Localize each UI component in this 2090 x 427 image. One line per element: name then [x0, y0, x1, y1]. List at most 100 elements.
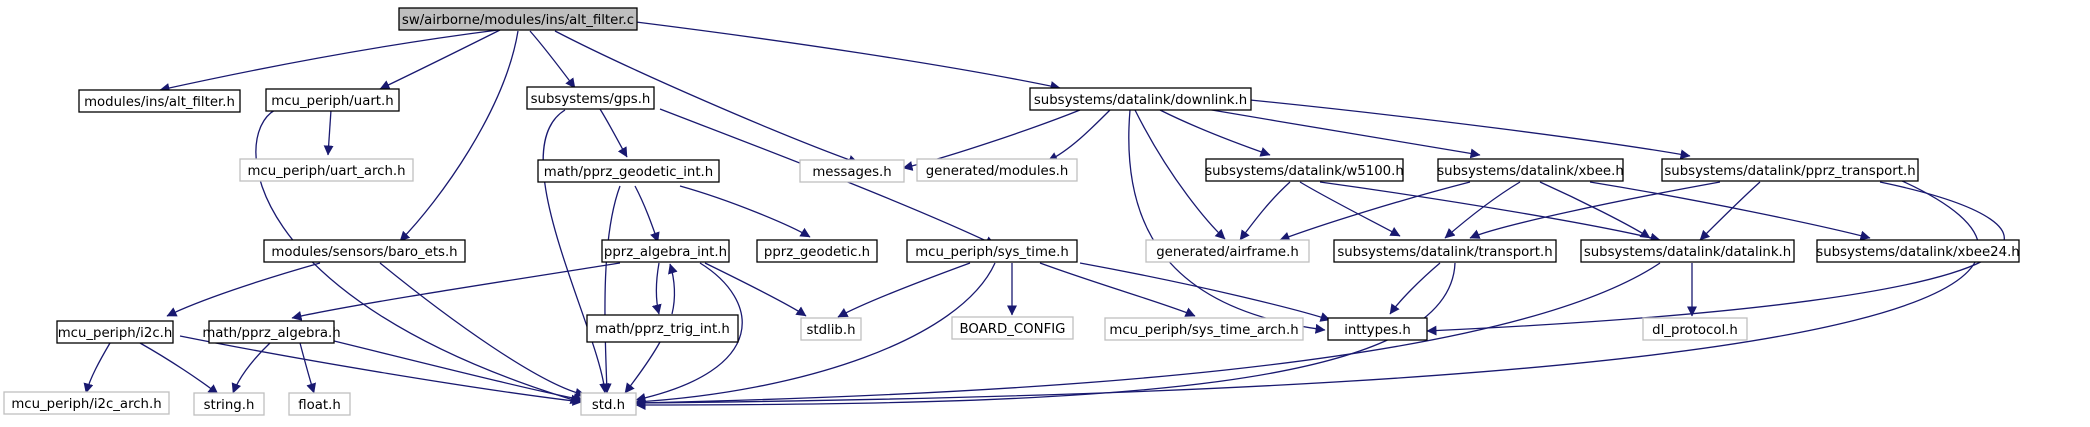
node-stdlib-h[interactable]: stdlib.h	[800, 317, 862, 341]
node-label: math/pprz_algebra.h	[202, 326, 340, 341]
node-pprz-transport-h[interactable]: subsystems/datalink/pprz_transport.h	[1661, 158, 1919, 182]
edge-w5100-h-to-generated-airframe-h	[1239, 181, 1291, 241]
node-pprz-geodetic-int-h[interactable]: math/pprz_geodetic_int.h	[537, 159, 720, 183]
edge-pprz-transport-h-to-transport-h	[1469, 181, 1721, 239]
edge-uart-h-to-std-h	[255, 109, 581, 405]
node-i2c-arch-h[interactable]: mcu_periph/i2c_arch.h	[3, 391, 170, 415]
node-label: pprz_geodetic.h	[764, 245, 870, 260]
edge-uart-h-to-uart-arch-h	[323, 109, 334, 156]
edge-pprz-geodetic-int-h-to-pprz-algebra-int-h	[634, 185, 660, 243]
file-nodes: sw/airborne/modules/ins/alt_filter.c mod…	[3, 7, 2020, 416]
edge-xbee-h-to-transport-h	[1444, 181, 1521, 239]
edge-pprz-transport-h-to-std-h	[634, 179, 1980, 408]
node-label: mcu_periph/uart_arch.h	[247, 164, 405, 179]
node-label: subsystems/datalink/w5100.h	[1205, 164, 1404, 179]
edge-downlink-h-to-inttypes-h	[1128, 109, 1326, 334]
edge-pprz-algebra-h-to-string-h	[231, 342, 271, 394]
node-label: subsystems/datalink/xbee.h	[1437, 164, 1624, 179]
edge-baro-ets-h-to-std-h	[379, 262, 586, 398]
edge-pprz-algebra-int-h-to-pprz-trig-int-h	[651, 262, 662, 315]
edge-baro-ets-h-to-i2c-h	[166, 262, 321, 317]
edge-pprz-trig-int-h-to-std-h	[624, 341, 661, 394]
node-sys-time-arch-h[interactable]: mcu_periph/sys_time_arch.h	[1104, 317, 1304, 341]
node-baro-ets-h[interactable]: modules/sensors/baro_ets.h	[263, 239, 466, 263]
edge-pprz-trig-int-h-to-pprz-algebra-int-h	[668, 263, 678, 315]
node-label: BOARD_CONFIG	[960, 322, 1066, 337]
edge-gps-h-to-pprz-geodetic-int-h	[599, 108, 628, 158]
edge-datalink-h-to-std-h	[635, 262, 1661, 408]
node-pprz-algebra-h[interactable]: math/pprz_algebra.h	[202, 320, 341, 344]
edge-downlink-h-to-w5100-h	[1159, 109, 1271, 157]
edge-root-to-gps-h	[529, 30, 576, 89]
edge-transport-h-to-std-h	[635, 262, 1456, 410]
node-alt-filter-h[interactable]: modules/ins/alt_filter.h	[78, 89, 241, 113]
node-label: mcu_periph/sys_time_arch.h	[1109, 323, 1298, 338]
node-root-label: sw/airborne/modules/ins/alt_filter.c	[402, 13, 634, 28]
edge-root-to-uart-h	[379, 29, 501, 90]
node-label: mcu_periph/uart.h	[271, 94, 393, 109]
node-label: generated/modules.h	[926, 164, 1069, 179]
node-transport-h[interactable]: subsystems/datalink/transport.h	[1333, 239, 1557, 263]
node-i2c-h[interactable]: mcu_periph/i2c.h	[56, 320, 174, 344]
edge-root-to-messages-h	[554, 30, 859, 165]
edge-pprz-algebra-int-h-to-std-h	[635, 262, 743, 403]
node-label: subsystems/datalink/xbee24.h	[1816, 245, 2019, 260]
edge-gps-h-to-std-h	[542, 109, 610, 394]
node-datalink-h[interactable]: subsystems/datalink/datalink.h	[1580, 239, 1795, 263]
node-root-file[interactable]: sw/airborne/modules/ins/alt_filter.c	[398, 7, 638, 31]
node-label: subsystems/datalink/transport.h	[1337, 245, 1552, 260]
node-sys-time-h[interactable]: mcu_periph/sys_time.h	[906, 239, 1078, 263]
node-std-h[interactable]: std.h	[580, 392, 637, 416]
node-board-config[interactable]: BOARD_CONFIG	[951, 316, 1074, 340]
node-pprz-algebra-int-h[interactable]: pprz_algebra_int.h	[601, 239, 730, 263]
edge-root-to-downlink-h	[635, 21, 1061, 91]
edge-transport-h-to-inttypes-h	[1389, 262, 1441, 315]
edge-downlink-h-to-pprz-transport-h	[1249, 99, 1691, 160]
edge-downlink-h-to-generated-modules-h	[1047, 109, 1111, 162]
node-label: string.h	[204, 398, 255, 413]
node-pprz-trig-int-h[interactable]: math/pprz_trig_int.h	[586, 314, 739, 343]
node-generated-airframe-h[interactable]: generated/airframe.h	[1145, 239, 1310, 263]
node-dl-protocol-h[interactable]: dl_protocol.h	[1642, 317, 1748, 341]
node-uart-arch-h[interactable]: mcu_periph/uart_arch.h	[239, 158, 414, 182]
edge-sys-time-h-to-sys-time-arch-h	[1039, 262, 1196, 317]
edge-pprz-algebra-int-h-to-stdlib-h	[704, 262, 807, 317]
edge-sys-time-h-to-stdlib-h	[837, 262, 971, 318]
node-label: modules/ins/alt_filter.h	[84, 95, 235, 110]
edge-pprz-geodetic-int-h-to-std-h	[601, 185, 621, 394]
edge-downlink-h-to-generated-airframe-h	[1134, 109, 1226, 240]
edge-pprz-transport-h-to-datalink-h	[1699, 181, 1761, 241]
node-gps-h[interactable]: subsystems/gps.h	[526, 86, 655, 110]
node-label: inttypes.h	[1344, 323, 1411, 338]
edge-pprz-algebra-int-h-to-pprz-algebra-h	[291, 262, 621, 321]
edge-w5100-h-to-transport-h	[1299, 181, 1401, 237]
node-label: mcu_periph/i2c.h	[58, 326, 173, 341]
node-label: generated/airframe.h	[1156, 245, 1299, 260]
node-generated-modules-h[interactable]: generated/modules.h	[916, 158, 1078, 182]
edge-i2c-h-to-std-h	[179, 335, 583, 406]
edge-w5100-h-to-datalink-h	[1319, 181, 1661, 243]
node-xbee24-h[interactable]: subsystems/datalink/xbee24.h	[1816, 239, 2020, 263]
dependency-edges	[83, 21, 2005, 410]
edge-root-to-alt-filter-h	[159, 29, 499, 93]
node-pprz-geodetic-h[interactable]: pprz_geodetic.h	[756, 239, 878, 263]
node-label: pprz_algebra_int.h	[604, 245, 727, 260]
node-downlink-h[interactable]: subsystems/datalink/downlink.h	[1029, 87, 1252, 111]
node-label: subsystems/datalink/datalink.h	[1584, 245, 1791, 260]
node-label: math/pprz_geodetic_int.h	[544, 165, 713, 180]
edge-root-to-baro-ets-h	[399, 30, 519, 242]
node-string-h[interactable]: string.h	[193, 392, 265, 416]
node-uart-h[interactable]: mcu_periph/uart.h	[265, 88, 400, 112]
edge-sys-time-h-to-inttypes-h	[1079, 262, 1331, 322]
node-messages-h[interactable]: messages.h	[799, 159, 905, 183]
edge-downlink-h-to-xbee-h	[1199, 107, 1481, 159]
node-w5100-h[interactable]: subsystems/datalink/w5100.h	[1205, 158, 1404, 182]
node-inttypes-h[interactable]: inttypes.h	[1327, 317, 1428, 341]
edge-xbee-h-to-xbee24-h	[1589, 181, 1871, 241]
node-float-h[interactable]: float.h	[288, 392, 351, 416]
node-label: mcu_periph/sys_time.h	[915, 245, 1069, 260]
node-label: subsystems/gps.h	[531, 92, 651, 107]
node-xbee-h[interactable]: subsystems/datalink/xbee.h	[1437, 158, 1624, 182]
edge-sys-time-h-to-std-h	[635, 262, 996, 407]
